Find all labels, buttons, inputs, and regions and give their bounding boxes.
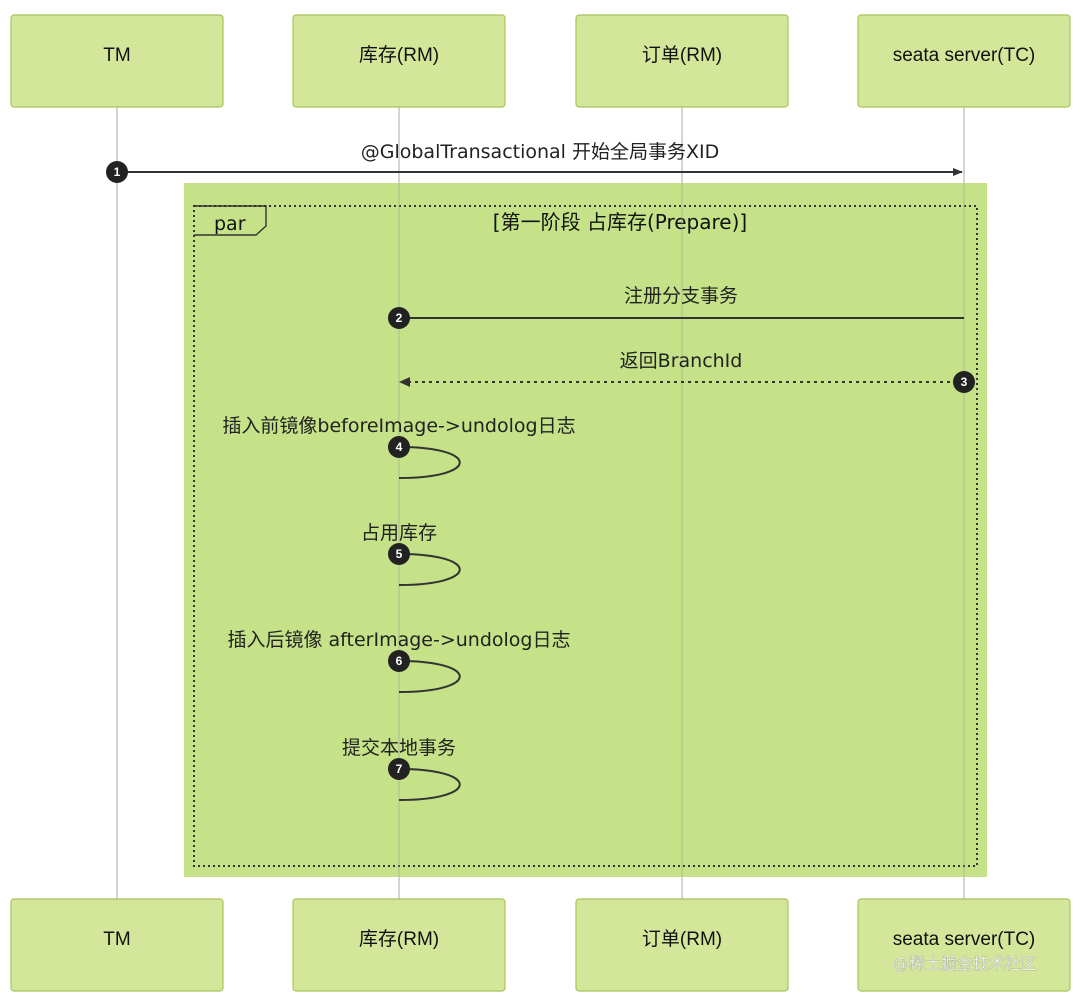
actor-label: seata server(TC)	[893, 929, 1036, 950]
message-7: 提交本地事务 7	[342, 737, 461, 801]
actor-label: seata server(TC)	[893, 45, 1036, 66]
actor-inventory-rm-top: 库存(RM)	[292, 14, 506, 108]
par-block-background	[184, 183, 987, 877]
step-badge	[388, 543, 410, 565]
step-number: 4	[396, 440, 403, 454]
message-label: 插入后镜像 afterImage->undolog日志	[227, 629, 570, 651]
message-label: @GlobalTransactional 开始全局事务XID	[361, 141, 720, 163]
par-label-tab: par	[194, 205, 267, 236]
step-number: 1	[114, 165, 121, 179]
step-badge	[388, 436, 410, 458]
watermark: @稀土掘金技术社区	[893, 954, 1037, 973]
self-loop	[398, 553, 461, 586]
message-label: 注册分支事务	[624, 285, 738, 307]
actor-tm-top: TM	[10, 14, 224, 108]
arrow-head	[399, 377, 410, 387]
step-number: 7	[396, 762, 403, 776]
self-loop	[398, 446, 461, 479]
message-6: 插入后镜像 afterImage->undolog日志 6	[227, 629, 571, 693]
step-number: 3	[961, 375, 968, 389]
actor-seata-server-bottom: seata server(TC)	[857, 898, 1071, 992]
par-title: [第一阶段 占库存(Prepare)]	[493, 210, 747, 234]
message-label: 插入前镜像beforeImage->undolog日志	[222, 415, 575, 437]
step-badge	[953, 371, 975, 393]
par-label: par	[214, 213, 246, 235]
message-2: 注册分支事务 2	[388, 285, 964, 329]
actor-label: 订单(RM)	[642, 928, 722, 950]
actor-inventory-rm-bottom: 库存(RM)	[292, 898, 506, 992]
message-label: 返回BranchId	[620, 350, 743, 372]
step-number: 6	[396, 654, 403, 668]
message-1: @GlobalTransactional 开始全局事务XID 1	[106, 141, 963, 183]
step-badge	[388, 758, 410, 780]
self-loop	[398, 660, 461, 693]
actor-seata-server-top: seata server(TC)	[857, 14, 1071, 108]
actor-tm-bottom: TM	[10, 898, 224, 992]
step-badge	[106, 161, 128, 183]
message-4: 插入前镜像beforeImage->undolog日志 4	[222, 415, 576, 479]
actor-label: 订单(RM)	[642, 44, 722, 66]
actor-label: 库存(RM)	[359, 928, 439, 950]
self-loop	[398, 768, 461, 801]
message-3: 返回BranchId 3	[399, 350, 975, 393]
message-label: 提交本地事务	[342, 737, 456, 759]
step-number: 5	[396, 547, 403, 561]
step-badge	[388, 650, 410, 672]
par-block-frame	[193, 205, 978, 867]
step-badge	[388, 307, 410, 329]
actor-label: TM	[103, 929, 130, 950]
actor-order-rm-top: 订单(RM)	[575, 14, 789, 108]
actor-label: TM	[103, 45, 130, 66]
step-number: 2	[396, 311, 403, 325]
message-5: 占用库存 5	[361, 522, 461, 586]
actor-label: 库存(RM)	[359, 44, 439, 66]
actor-order-rm-bottom: 订单(RM)	[575, 898, 789, 992]
message-label: 占用库存	[361, 522, 437, 544]
